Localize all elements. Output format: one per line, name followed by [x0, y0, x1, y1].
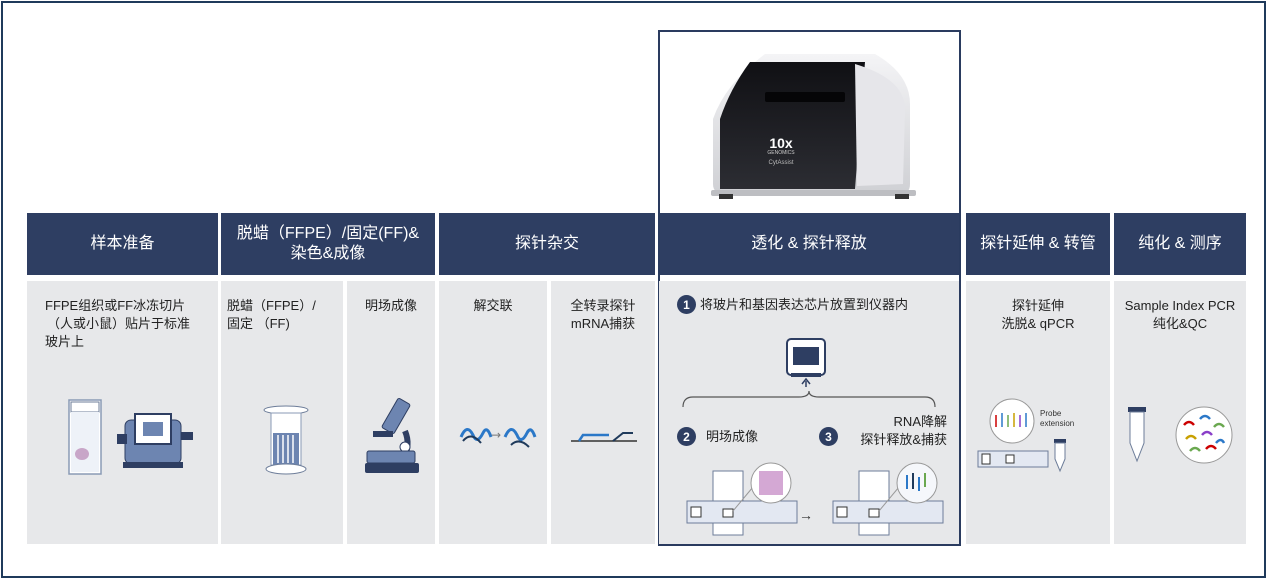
- sequencing-icon: [1128, 406, 1233, 464]
- slide-and-cryostat-icon: [68, 399, 193, 475]
- column-brightfield: 明场成像: [347, 281, 435, 544]
- decrosslink-text: 解交联: [473, 298, 513, 313]
- microscope-icon: [365, 398, 419, 473]
- instrument-brand: 10x: [769, 135, 793, 151]
- column-permeabilization: 1 将玻片和基因表达芯片放置到仪器内 2 明场成像 3 RNA降解 探针释放&捕…: [659, 281, 959, 544]
- staining-jar-icon: [263, 405, 309, 475]
- deparaffin-text: 脱蜡（FFPE）/ 固定 （FF): [227, 298, 316, 331]
- step-header-permeabilization: 透化 & 探针释放: [659, 213, 959, 275]
- tube-icon: [1054, 439, 1066, 473]
- step-header-extension: 探针延伸 & 转管: [966, 213, 1110, 275]
- extension-text: 探针延伸 洗脱& qPCR: [1001, 298, 1075, 331]
- probe-extension-icon: [977, 398, 1049, 468]
- step-header-sample-prep: 样本准备: [27, 213, 218, 275]
- perm-step-1: 1 将玻片和基因表达芯片放置到仪器内: [677, 295, 908, 314]
- perm-step-2: 2 明场成像: [677, 427, 758, 446]
- column-extension: 探针延伸 洗脱& qPCR Probe extension: [966, 281, 1110, 544]
- column-purify: Sample Index PCR 纯化&QC: [1114, 281, 1246, 544]
- sample-prep-text: FFPE组织或FF冰冻切片 （人或小鼠）贴片于标准 玻片上: [45, 298, 191, 349]
- svg-text:→: →: [491, 428, 501, 442]
- column-decrosslink: 解交联 →: [439, 281, 547, 544]
- slide-imaging-icon: [686, 462, 798, 536]
- step-header-sequencing: 纯化 & 测序: [1114, 213, 1246, 275]
- column-probe-capture: 全转录探针 mRNA捕获: [551, 281, 655, 544]
- perm-step-3: RNA降解 探针释放&捕获: [860, 414, 947, 447]
- probe-capture-icon: [571, 432, 637, 442]
- instrument-brand-sub: GENOMICS: [767, 150, 795, 156]
- step-header-hybridization: 探针杂交: [439, 213, 655, 275]
- step-number-2: 2: [677, 427, 696, 446]
- cytassist-instrument-image: [711, 54, 916, 199]
- bracket-icon: [682, 390, 936, 408]
- purify-text: Sample Index PCR 纯化&QC: [1124, 298, 1236, 331]
- instrument-model: CytAssist: [768, 160, 794, 166]
- column-deparaffin: 脱蜡（FFPE）/ 固定 （FF): [221, 281, 343, 544]
- column-sample-prep: FFPE组织或FF冰冻切片 （人或小鼠）贴片于标准 玻片上: [27, 281, 218, 544]
- probe-capture-text: 全转录探针 mRNA捕获: [570, 298, 636, 331]
- step-number-1: 1: [677, 295, 696, 314]
- slide-capture-icon: [832, 462, 944, 536]
- instrument-mini-icon: [786, 338, 826, 387]
- probe-extension-label: Probe extension: [1040, 409, 1075, 428]
- step-number-3: 3: [819, 427, 838, 446]
- slide-arrow: →: [799, 507, 813, 523]
- step-header-deparaffin: 脱蜡（FFPE）/固定(FF)&染色&成像: [221, 213, 435, 275]
- decrosslink-icon: →: [459, 428, 537, 448]
- brightfield-text: 明场成像: [364, 298, 417, 313]
